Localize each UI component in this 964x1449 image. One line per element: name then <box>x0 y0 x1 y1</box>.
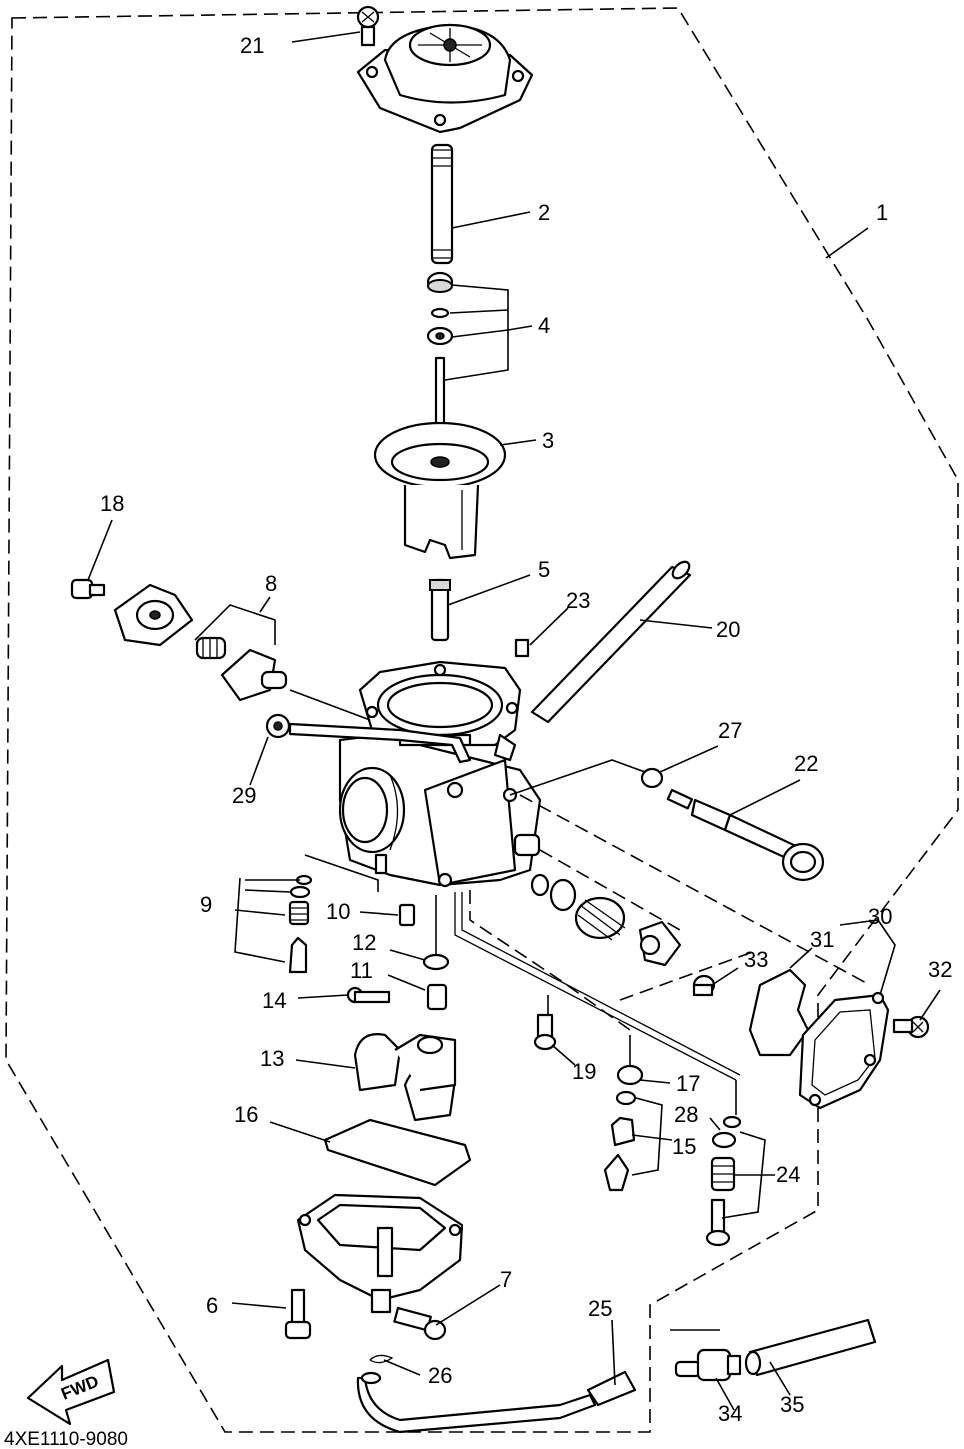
callout-31: 31 <box>810 927 834 952</box>
part-20-tube <box>530 560 692 724</box>
part-30-cover <box>798 991 890 1110</box>
callout-28: 28 <box>674 1102 698 1127</box>
callout-10: 10 <box>326 899 350 924</box>
leader-lines <box>87 31 941 1411</box>
part-31-gasket <box>748 968 810 1057</box>
washer <box>549 878 577 912</box>
callout-33: 33 <box>744 947 768 972</box>
part-17-valve-seat <box>616 1064 644 1086</box>
part-28-o-ring <box>711 1131 737 1149</box>
callout-7: 7 <box>500 1267 512 1292</box>
callout-13: 13 <box>260 1046 284 1071</box>
part-21-screw <box>356 5 380 47</box>
part-34-fitting <box>674 1348 742 1382</box>
throttle-spring <box>574 896 626 941</box>
part-19-jet <box>533 1013 557 1051</box>
assembly-boundary <box>5 7 959 1433</box>
callout-21: 21 <box>240 33 264 58</box>
callout-5: 5 <box>538 557 550 582</box>
fwd-arrow: FWD <box>26 1358 116 1426</box>
fuel-hose <box>288 722 472 764</box>
enricher-cover <box>113 583 194 647</box>
part-29-nut <box>265 713 291 739</box>
callout-12: 12 <box>352 930 376 955</box>
part-22-starter-plunger <box>666 788 825 882</box>
callout-20: 20 <box>716 617 740 642</box>
callout-27: 27 <box>718 718 742 743</box>
part-9-pilot-screw-set <box>288 874 313 974</box>
drawing-code: 4XE1110-9080 <box>4 1429 128 1449</box>
part-6-screw <box>284 1288 312 1340</box>
part-5-needle-jet <box>429 578 451 642</box>
callout-1: 1 <box>876 200 888 225</box>
part-35-tube <box>744 1318 877 1377</box>
callout-26: 26 <box>428 1363 452 1388</box>
guide-lines <box>454 794 871 1081</box>
callout-16: 16 <box>234 1102 258 1127</box>
part-32-screw <box>892 1015 930 1039</box>
callout-23: 23 <box>566 588 590 613</box>
part-15-needle-valve-set <box>603 1090 637 1192</box>
callout-30: 30 <box>868 904 892 929</box>
callout-19: 19 <box>572 1059 596 1084</box>
callout-17: 17 <box>676 1071 700 1096</box>
callout-2: 2 <box>538 200 550 225</box>
part-16-float-gasket <box>323 1118 472 1187</box>
part-23-plug <box>514 638 530 658</box>
callout-4: 4 <box>538 313 550 338</box>
part-26-clip <box>369 1354 394 1364</box>
part-2-spring <box>430 143 454 265</box>
part-33-screw <box>692 974 716 997</box>
callout-22: 22 <box>794 751 818 776</box>
part-13-float <box>353 1033 457 1122</box>
part-25-drain-hose <box>356 1370 637 1434</box>
part-3-piston-valve <box>373 421 507 560</box>
part-10-jet <box>398 903 416 927</box>
diaphragm-cover <box>356 23 534 134</box>
callout-6: 6 <box>206 1293 218 1318</box>
part-12-o-ring <box>422 953 450 971</box>
callout-15: 15 <box>672 1134 696 1159</box>
callout-18: 18 <box>100 491 124 516</box>
throttle-bracket <box>638 920 682 967</box>
callout-11: 11 <box>350 958 373 983</box>
part-4-needle-set <box>426 271 454 446</box>
o-ring <box>722 1115 742 1129</box>
part-8-diaphragm <box>195 636 288 702</box>
part-14-float-pin <box>346 986 391 1004</box>
part-24-screw-set <box>705 1156 736 1247</box>
callout-34: 34 <box>718 1401 742 1426</box>
callout-labels: 1 2 3 4 5 6 7 8 9 10 11 12 13 14 15 16 1… <box>100 33 952 1426</box>
callout-14: 14 <box>262 988 286 1013</box>
washer <box>530 873 550 897</box>
callout-32: 32 <box>928 957 952 982</box>
callout-3: 3 <box>542 428 554 453</box>
part-7-drain-screw <box>393 1306 447 1341</box>
callout-25: 25 <box>588 1296 612 1321</box>
callout-9: 9 <box>200 892 212 917</box>
callout-24: 24 <box>776 1162 800 1187</box>
callout-8: 8 <box>265 571 277 596</box>
part-27-o-ring <box>640 767 664 789</box>
part-11-main-jet <box>426 983 448 1011</box>
float-chamber <box>296 1193 464 1314</box>
carburetor-body <box>338 660 542 888</box>
callout-29: 29 <box>232 783 256 808</box>
part-18-bolt <box>70 578 106 600</box>
callout-35: 35 <box>780 1392 804 1417</box>
